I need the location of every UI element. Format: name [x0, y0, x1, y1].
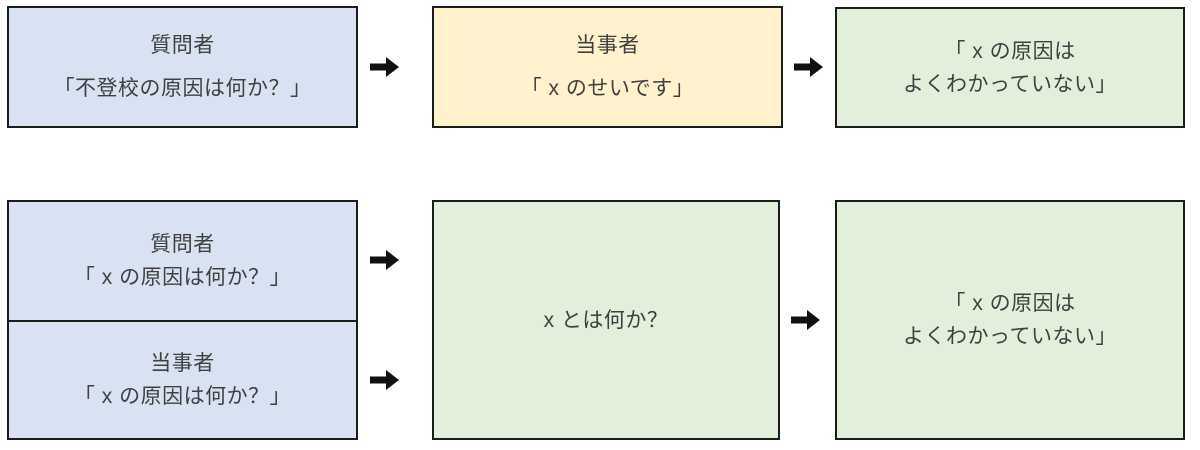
box-line: よくわかっていない」	[903, 72, 1117, 96]
box-line: 「 x の原因は	[944, 292, 1076, 315]
flow-box-row1-result: 「 x の原因は よくわかっていない」	[835, 7, 1185, 128]
box-line: 当事者	[575, 34, 640, 57]
box-line: 質問者	[150, 233, 215, 256]
right-arrow-icon	[791, 309, 821, 331]
flow-box-row2-party: 当事者 「 x の原因は何か？」	[7, 321, 358, 440]
right-arrow-icon	[370, 369, 400, 391]
box-line: 「不登校の原因は何か？」	[53, 77, 312, 100]
box-line: 「 x のせいです」	[520, 77, 695, 100]
box-line: 「 x の原因は何か？」	[73, 385, 292, 408]
flow-box-row2-questioner: 質問者 「 x の原因は何か？」	[7, 200, 358, 321]
flow-box-row1-questioner: 質問者 「不登校の原因は何か？」	[7, 6, 358, 128]
box-line: x とは何か？	[543, 308, 669, 332]
box-line: 「 x の原因は	[944, 39, 1076, 63]
box-line: よくわかっていない」	[903, 325, 1117, 348]
flow-box-row2-question: x とは何か？	[432, 200, 780, 440]
box-line: 「 x の原因は何か？」	[73, 266, 292, 289]
right-arrow-icon	[794, 56, 824, 78]
flow-box-row2-result: 「 x の原因は よくわかっていない」	[835, 200, 1185, 440]
box-line: 質問者	[150, 34, 215, 57]
box-line: 当事者	[150, 352, 215, 375]
right-arrow-icon	[370, 56, 400, 78]
flow-box-row1-party: 当事者 「 x のせいです」	[432, 6, 783, 128]
right-arrow-icon	[370, 249, 400, 271]
